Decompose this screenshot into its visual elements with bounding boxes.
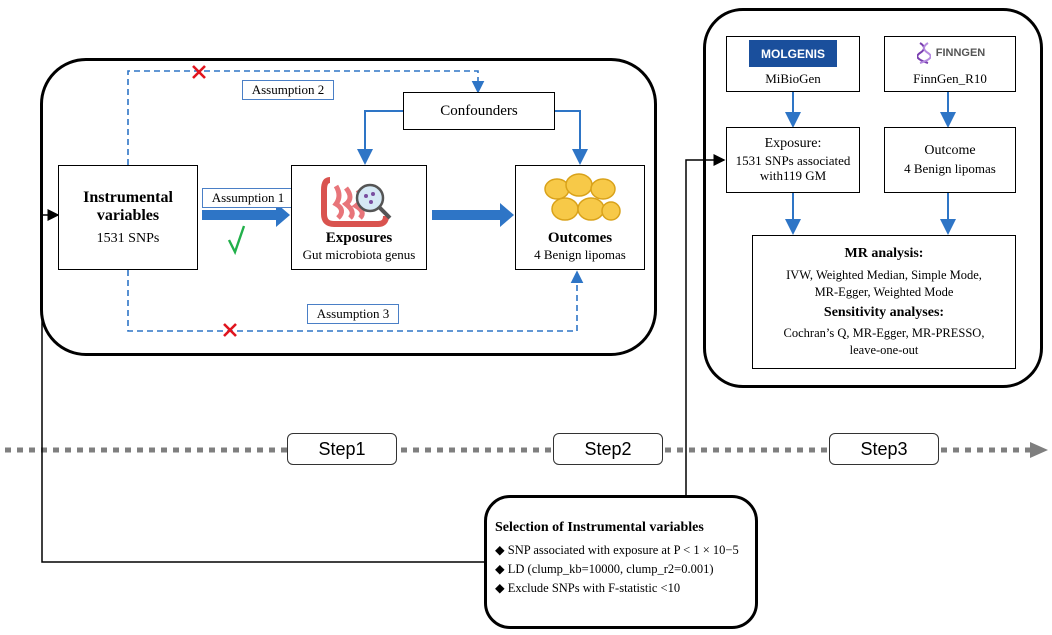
mibiogen-label: MiBioGen bbox=[765, 71, 821, 86]
iv-sub: 1531 SNPs bbox=[96, 230, 160, 246]
outcome-line1: Outcome bbox=[924, 143, 976, 159]
outcome-box: Outcome 4 Benign lipomas bbox=[884, 127, 1016, 193]
molgenis-logo-text: MOLGENIS bbox=[760, 46, 825, 61]
selection-title: Selection of Instrumental variables bbox=[495, 520, 704, 535]
exposure-line1: Exposure: bbox=[764, 136, 822, 151]
lipoma-cells-icon bbox=[544, 173, 621, 221]
outcomes-title: Outcomes bbox=[547, 230, 613, 246]
dna-icon bbox=[916, 42, 931, 64]
confounders-to-exposures-arrow bbox=[357, 110, 403, 165]
selection-to-iv-connector bbox=[41, 209, 484, 563]
finngen-box: FINNGEN FinnGen_R10 bbox=[884, 36, 1016, 92]
selection-to-exposure-connector bbox=[685, 154, 726, 495]
exposure-to-outcome-arrow bbox=[432, 203, 514, 227]
step3-label: Step3 bbox=[829, 433, 939, 465]
assumption3-path bbox=[127, 270, 584, 332]
step1-label: Step1 bbox=[287, 433, 397, 465]
molgenis-logo: MOLGENIS bbox=[749, 40, 837, 67]
iv-title-line1: Instrumental bbox=[83, 188, 173, 206]
sensitivity-line1: Cochran’s Q, MR-Egger, MR-PRESSO, bbox=[783, 326, 985, 341]
selection-item: ◆ LD (clump_kb=10000, clump_r2=0.001) bbox=[495, 562, 714, 576]
confounders-to-outcomes-arrow bbox=[555, 110, 588, 165]
confounders-box: Confounders bbox=[403, 92, 555, 130]
mr-methods-line2: MR-Egger, Weighted Mode bbox=[814, 284, 954, 299]
iv-box: Instrumental variables 1531 SNPs bbox=[58, 165, 198, 270]
finngen-logo: FINNGEN bbox=[905, 41, 997, 65]
assumption3-label: Assumption 3 bbox=[307, 304, 399, 324]
exposures-sub: Gut microbiota genus bbox=[302, 247, 416, 262]
mr-methods-line1: IVW, Weighted Median, Simple Mode, bbox=[786, 267, 982, 282]
selection-item: ◆ SNP associated with exposure at P < 1 … bbox=[495, 543, 739, 557]
step3-panel bbox=[703, 8, 1043, 388]
confounders-label: Confounders bbox=[440, 102, 518, 119]
sensitivity-title: Sensitivity analyses: bbox=[823, 304, 945, 320]
mibiogen-box: MOLGENIS MiBioGen bbox=[726, 36, 860, 92]
exposure-box: Exposure: 1531 SNPs associated with119 G… bbox=[726, 127, 860, 193]
step2-label: Step2 bbox=[553, 433, 663, 465]
check-icon bbox=[227, 225, 246, 256]
cross-icon bbox=[192, 65, 206, 79]
outcomes-sub: 4 Benign lipomas bbox=[534, 247, 626, 262]
iv-title-line2: variables bbox=[96, 206, 160, 224]
exposure-line2: 1531 SNPs associated bbox=[735, 152, 851, 168]
assumption2-label: Assumption 2 bbox=[242, 80, 334, 100]
mr-title: MR analysis: bbox=[844, 245, 924, 261]
assumption1-label: Assumption 1 bbox=[202, 188, 294, 208]
assumption2-path bbox=[127, 70, 485, 165]
exposures-title: Exposures bbox=[325, 230, 393, 246]
outcome-line2: 4 Benign lipomas bbox=[904, 160, 996, 176]
step1-panel bbox=[40, 58, 657, 356]
exposure-line3: with119 GM bbox=[759, 168, 827, 184]
finngen-logo-text: FINNGEN bbox=[935, 47, 986, 59]
selection-item: ◆ Exclude SNPs with F-statistic <10 bbox=[495, 581, 681, 595]
selection-box: Selection of Instrumental variables ◆ SN… bbox=[484, 495, 758, 629]
mr-analysis-box: MR analysis: IVW, Weighted Median, Simpl… bbox=[752, 235, 1016, 369]
exposures-box: Exposures Gut microbiota genus bbox=[291, 165, 427, 270]
finngen-label: FinnGen_R10 bbox=[913, 71, 987, 86]
intestine-icon bbox=[321, 177, 392, 227]
timeline-arrowhead bbox=[1030, 442, 1048, 458]
sensitivity-line2: leave-one-out bbox=[849, 343, 919, 358]
cross-icon bbox=[223, 323, 237, 337]
iv-to-exposure-arrow bbox=[202, 203, 290, 227]
outcomes-box: Outcomes 4 Benign lipomas bbox=[515, 165, 645, 270]
